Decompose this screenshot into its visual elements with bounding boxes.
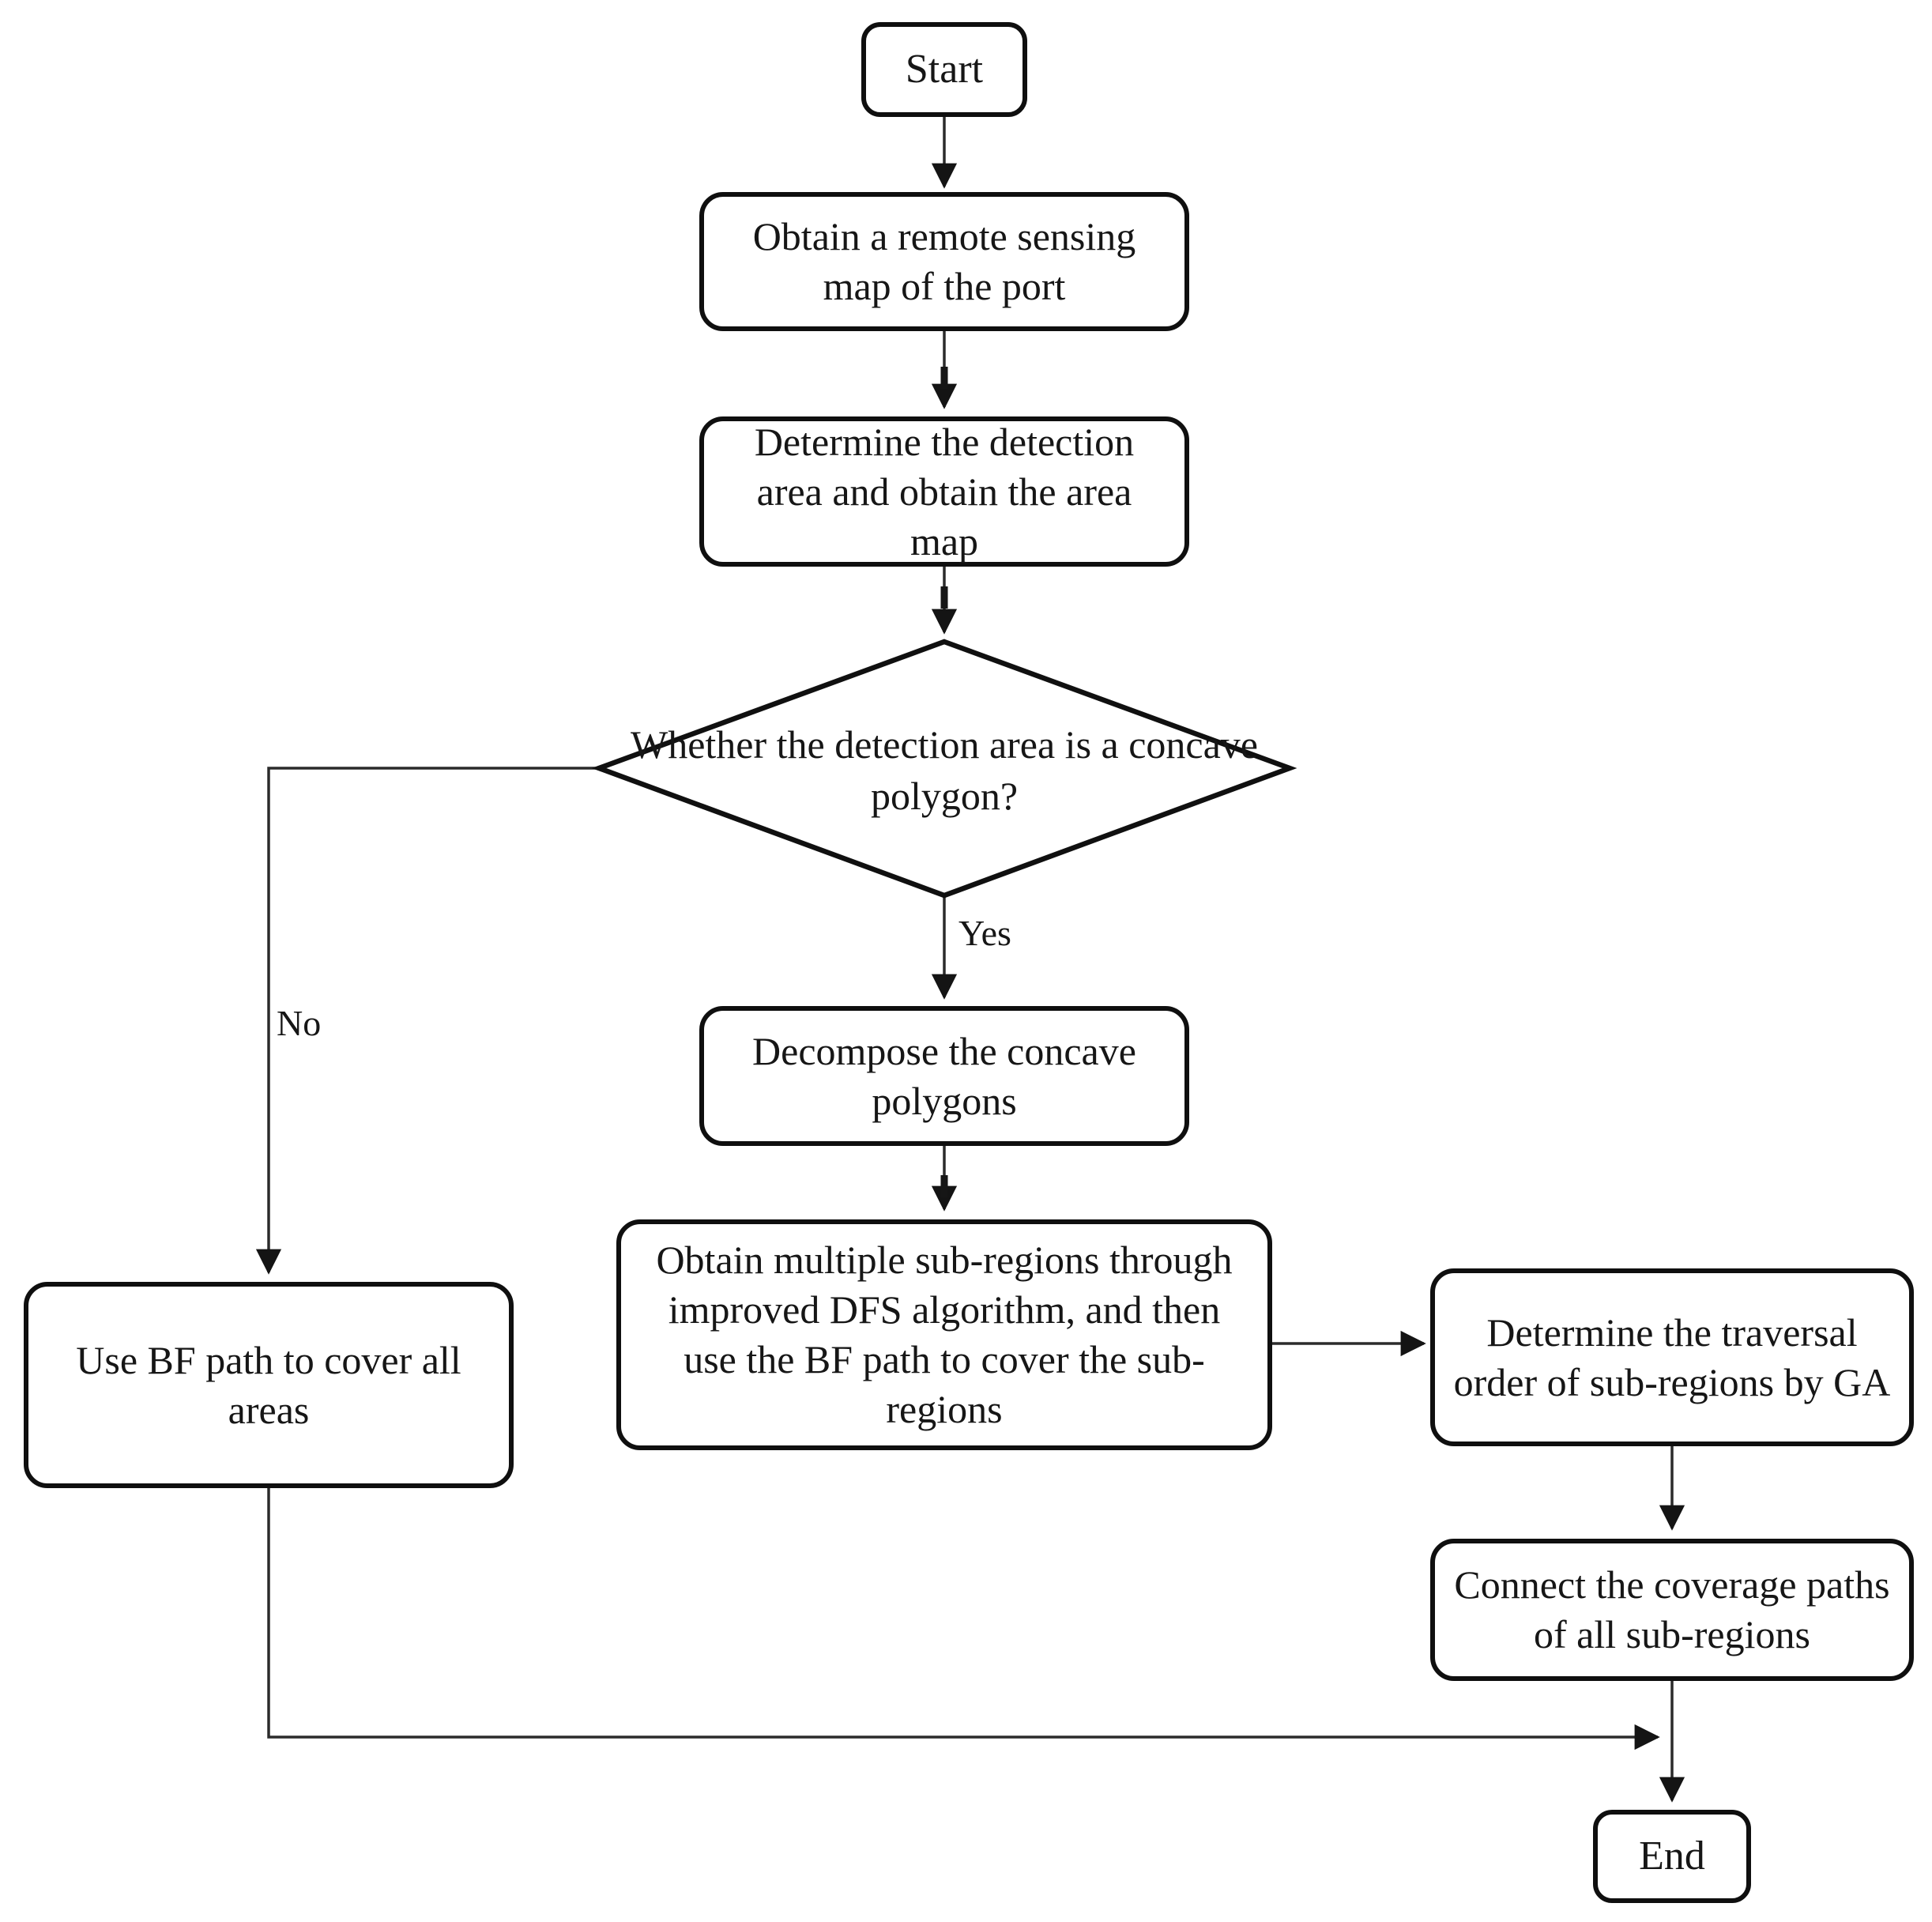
edge-decision-no-connector bbox=[255, 767, 599, 1275]
node-use-bf-path: Use BF path to cover all areas bbox=[24, 1282, 514, 1488]
node-traversal-order: Determine the traversal order of sub-reg… bbox=[1430, 1268, 1914, 1446]
node-decompose: Decompose the concave polygons bbox=[699, 1006, 1189, 1146]
node-obtain-subregions: Obtain multiple sub-regions through impr… bbox=[616, 1219, 1272, 1450]
node-end: End bbox=[1593, 1810, 1751, 1903]
node-determine-area: Determine the detection area and obtain … bbox=[699, 416, 1189, 567]
edge-label-no: No bbox=[277, 1003, 322, 1043]
edge-label-yes: Yes bbox=[958, 913, 1011, 953]
node-obtain-map: Obtain a remote sensing map of the port bbox=[699, 192, 1189, 331]
node-start: Start bbox=[861, 22, 1027, 117]
node-connect-paths: Connect the coverage paths of all sub-re… bbox=[1430, 1539, 1914, 1681]
node-concave-check-label: Whether the detection area is a concave … bbox=[631, 722, 1258, 818]
decision-diamond-shape bbox=[591, 639, 1297, 899]
edge-bf-merge-connector bbox=[267, 1488, 1660, 1751]
